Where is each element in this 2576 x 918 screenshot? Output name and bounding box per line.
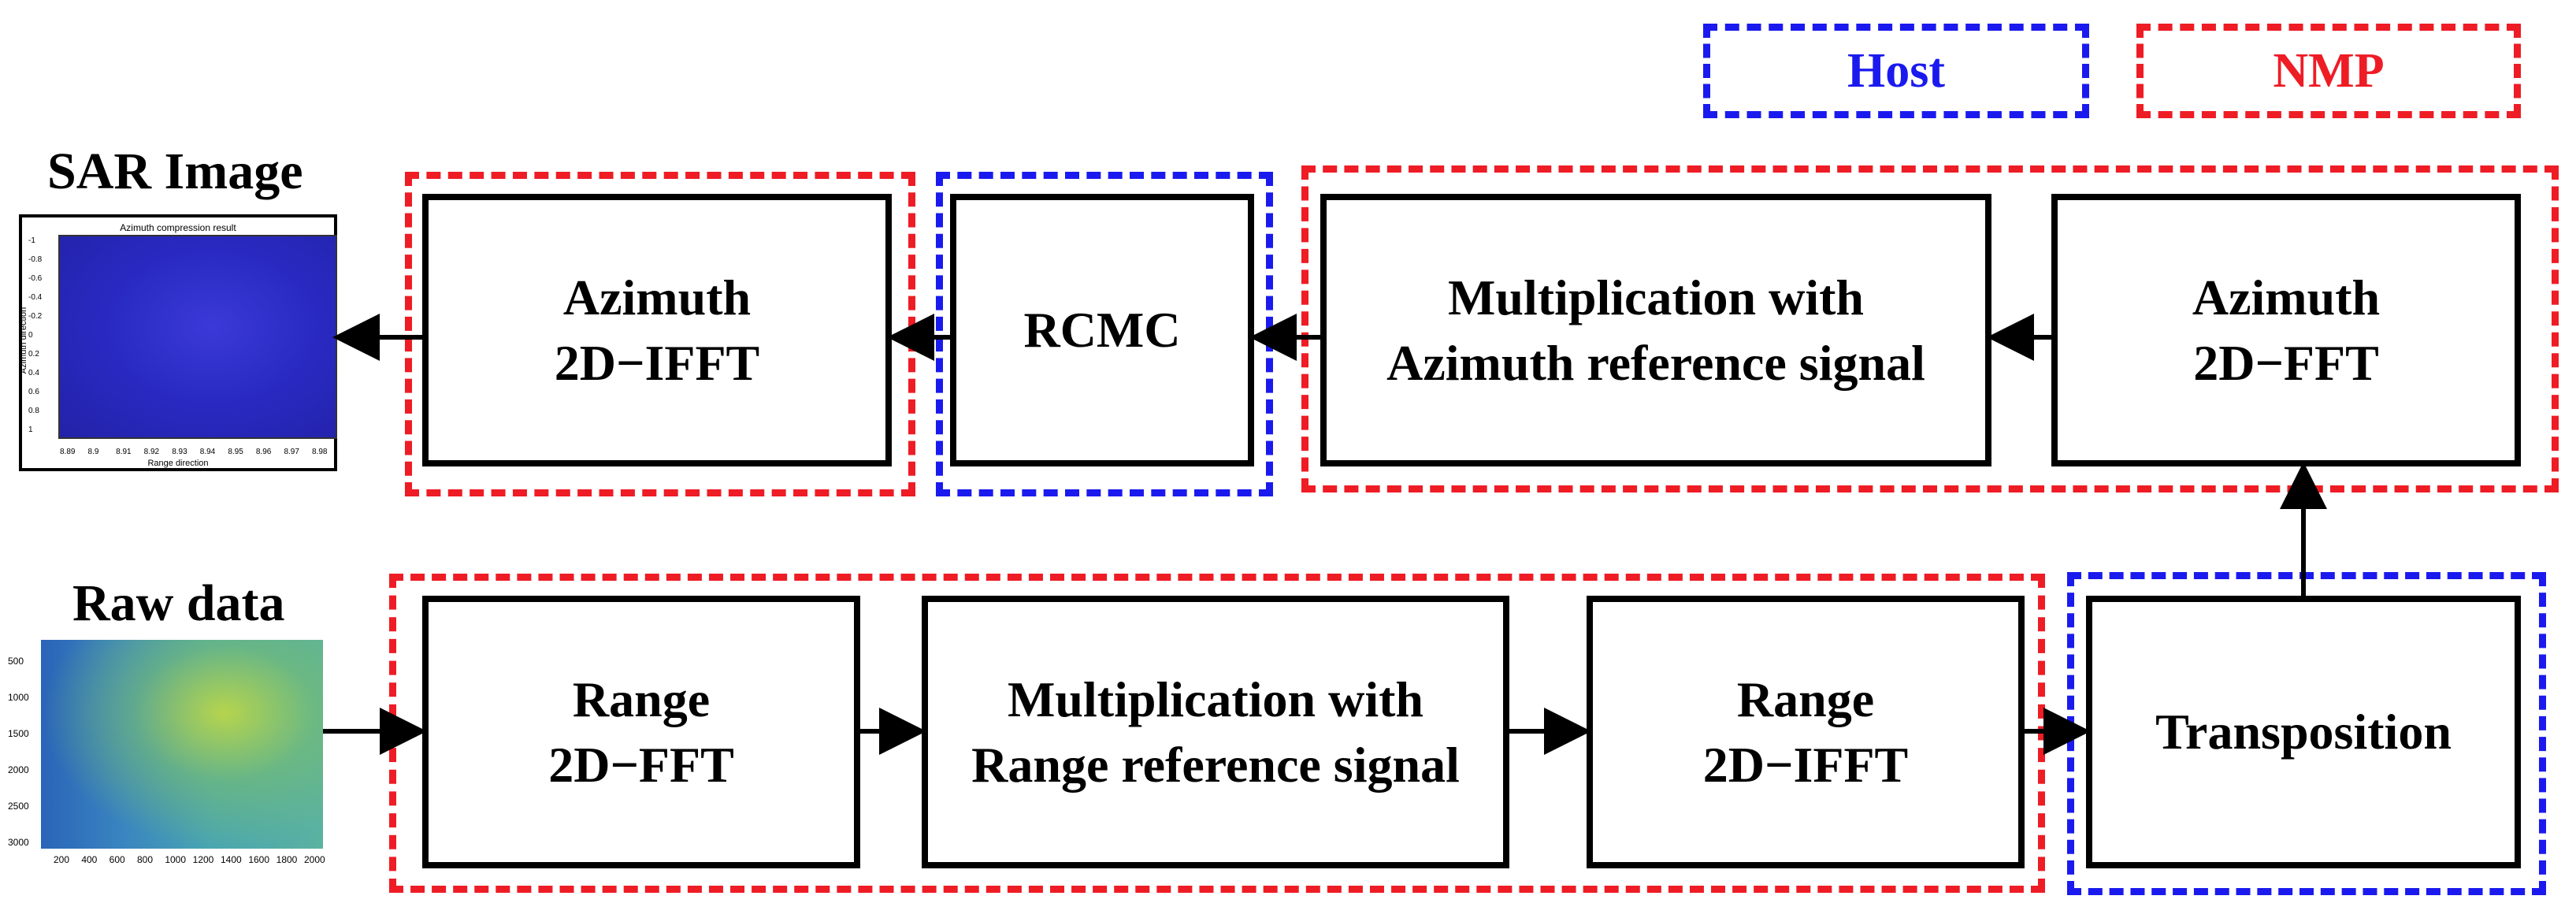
legend-nmp-label: NMP — [2273, 43, 2385, 98]
tick-label: 0.4 — [28, 369, 39, 377]
range-ifft-line-2: 2D−IFFT — [1702, 737, 1909, 793]
tick-label: 800 — [137, 854, 154, 865]
azimuth-fft-line-2: 2D−FFT — [2193, 335, 2379, 391]
tick-label: 8.95 — [228, 448, 243, 456]
azimuth-2d-fft-box: Azimuth 2D−FFT — [2051, 194, 2521, 466]
legend-nmp: NMP — [2136, 24, 2521, 118]
tick-label: 0 — [28, 331, 33, 340]
tick-label: 8.98 — [312, 448, 328, 456]
tick-label: 8.94 — [199, 448, 216, 456]
tick-label: -0.8 — [28, 255, 43, 264]
mult-azimuth-line-1: Multiplication with — [1447, 269, 1865, 325]
tick-label: 0.6 — [28, 388, 39, 396]
rcmc-box: RCMC — [950, 194, 1254, 466]
mult-range-line-1: Multiplication with — [1007, 671, 1424, 727]
tick-label: 2000 — [8, 764, 29, 775]
tick-label: 200 — [54, 854, 70, 865]
tick-label: 400 — [81, 854, 98, 865]
sar-image-caption: SAR Image — [47, 143, 303, 200]
nmp-region-azimuth — [1301, 165, 2559, 492]
azimuth-2d-ifft-box: Azimuth 2D−IFFT — [422, 194, 892, 466]
legend-host: Host — [1703, 24, 2089, 118]
transposition-label: Transposition — [2155, 704, 2452, 760]
range-fft-line-1: Range — [572, 671, 711, 727]
azimuth-ifft-line-1: Azimuth — [562, 269, 752, 325]
tick-label: 8.96 — [255, 448, 272, 456]
tick-label: 3000 — [8, 837, 29, 848]
multiplication-range-box: Multiplication with Range reference sign… — [922, 596, 1509, 868]
tick-label: 8.89 — [60, 448, 76, 456]
mult-range-line-2: Range reference signal — [971, 737, 1460, 793]
tick-label: 0.8 — [28, 407, 39, 415]
tick-label: 8.9 — [87, 448, 99, 456]
tick-label: -0.4 — [28, 293, 43, 302]
tick-label: 600 — [109, 854, 125, 865]
tick-label: -0.6 — [28, 274, 43, 283]
raw-data-plot — [41, 640, 323, 849]
range-2d-fft-box: Range 2D−FFT — [422, 596, 860, 868]
tick-label: 1500 — [8, 728, 29, 739]
tick-label: 8.92 — [143, 448, 160, 456]
azimuth-fft-line-1: Azimuth — [2192, 269, 2381, 325]
azimuth-ifft-line-2: 2D−IFFT — [554, 335, 760, 391]
tick-label: 2000 — [304, 854, 325, 865]
tick-label: 1000 — [165, 854, 187, 865]
sar-image-plot — [58, 235, 337, 439]
tick-label: 8.97 — [284, 448, 299, 456]
raw-data-caption: Raw data — [72, 574, 285, 632]
tick-label: -1 — [28, 236, 35, 245]
rcmc-label: RCMC — [1023, 302, 1181, 359]
sar-image-thumbnail: Azimuth compression result Azimuth direc… — [19, 214, 337, 471]
mult-azimuth-line-2: Azimuth reference signal — [1386, 335, 1925, 391]
tick-label: 1600 — [248, 854, 270, 865]
range-fft-line-2: 2D−FFT — [548, 737, 734, 793]
tick-label: 2500 — [8, 801, 29, 812]
tick-label: 500 — [8, 656, 24, 667]
tick-label: 0.2 — [28, 350, 39, 359]
legend-host-label: Host — [1847, 43, 1945, 98]
sar-thumbnail-xlabel: Range direction — [147, 459, 209, 468]
range-ifft-line-1: Range — [1736, 671, 1875, 727]
tick-label: 1800 — [276, 854, 298, 865]
range-2d-ifft-box: Range 2D−IFFT — [1587, 596, 2025, 868]
sar-thumbnail-title: Azimuth compression result — [120, 222, 236, 233]
raw-data-thumbnail: 500 1000 1500 2000 2500 3000 200 400 600 800 1000… — [0, 640, 331, 876]
tick-label: 8.93 — [172, 448, 187, 456]
tick-label: 1000 — [8, 692, 29, 703]
multiplication-azimuth-box: Multiplication with Azimuth reference si… — [1320, 194, 1991, 466]
tick-label: 1200 — [192, 854, 214, 865]
tick-label: 1 — [28, 426, 33, 434]
tick-label: -0.2 — [28, 312, 43, 321]
tick-label: 8.91 — [116, 448, 132, 456]
tick-label: 1400 — [221, 854, 242, 865]
